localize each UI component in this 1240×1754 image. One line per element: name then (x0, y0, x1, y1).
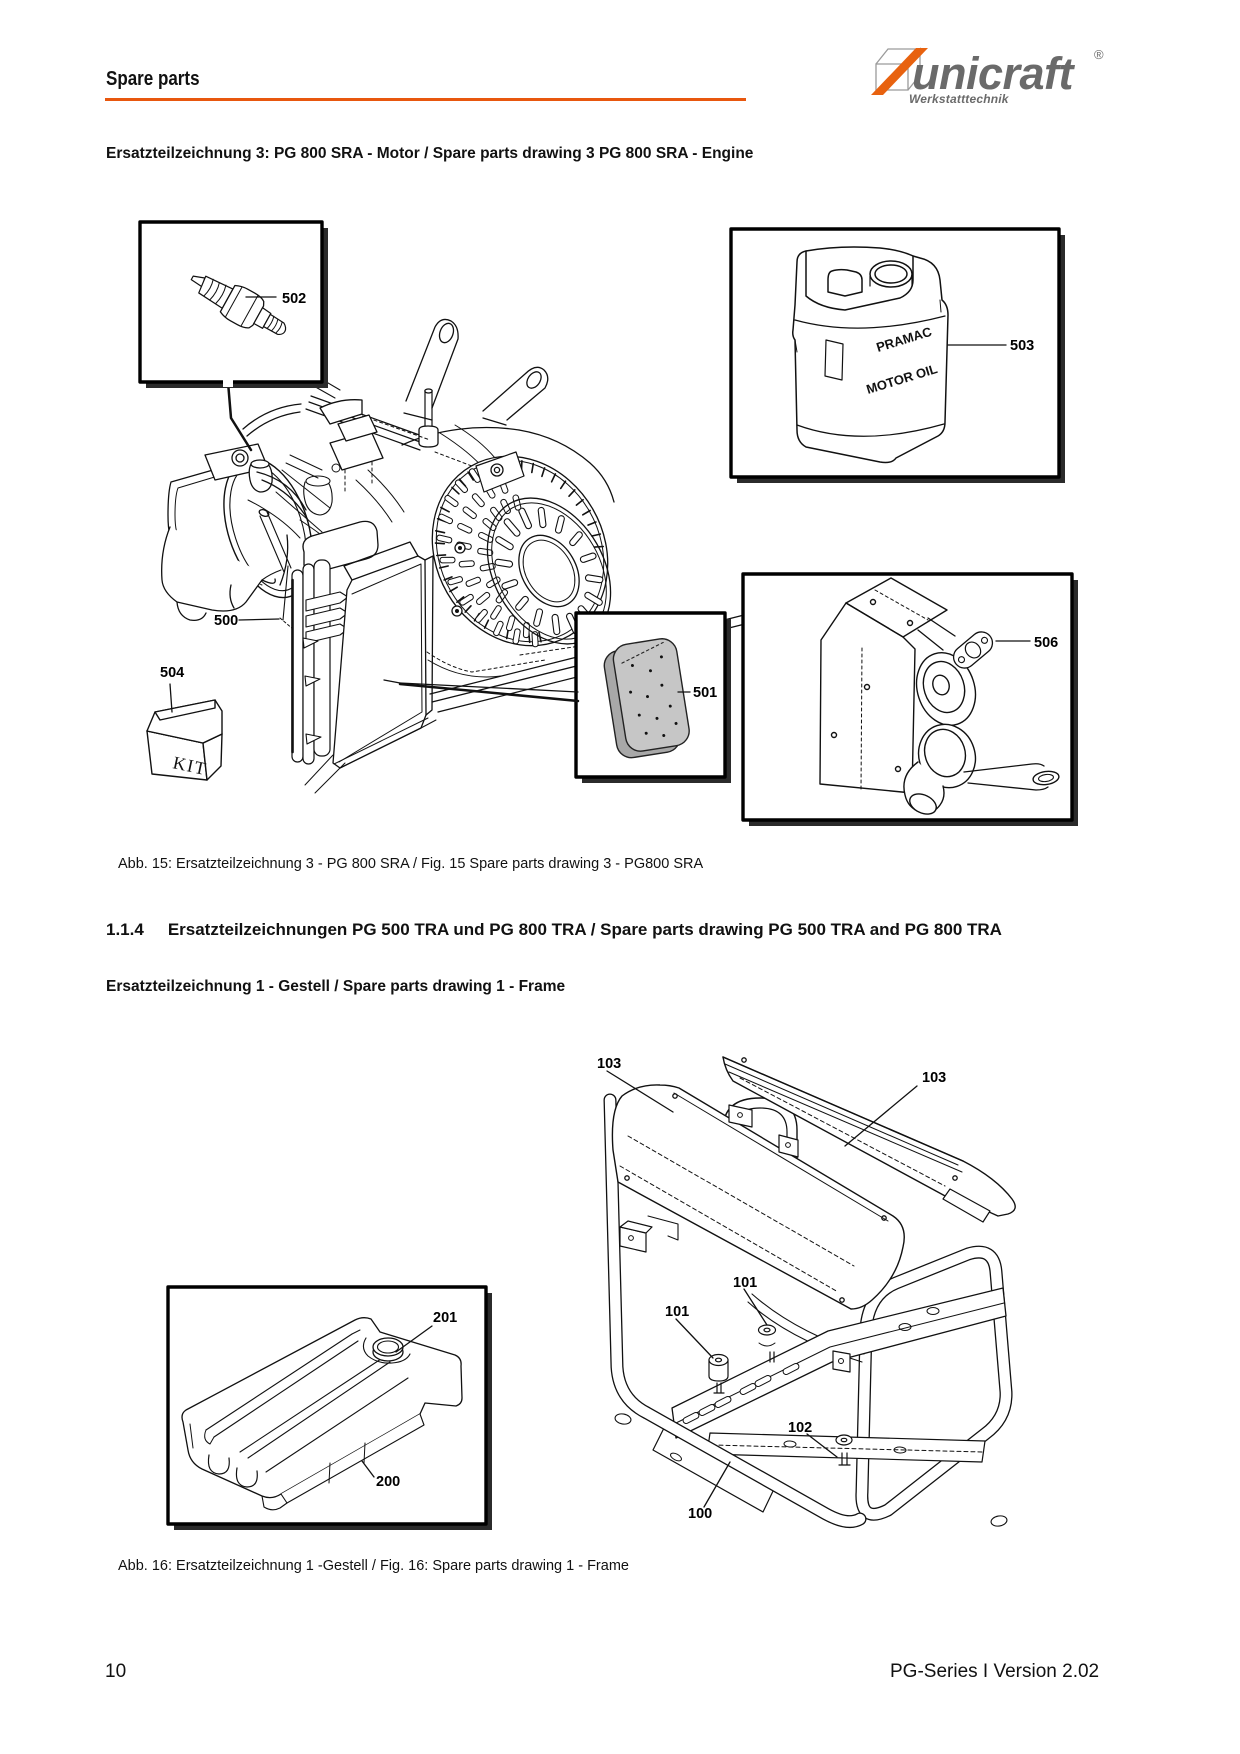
svg-text:201: 201 (433, 1310, 457, 1326)
svg-text:100: 100 (688, 1506, 712, 1522)
svg-text:101: 101 (665, 1304, 689, 1320)
svg-text:500: 500 (214, 613, 238, 629)
svg-text:200: 200 (376, 1474, 400, 1490)
svg-text:501: 501 (693, 685, 717, 701)
svg-text:506: 506 (1034, 635, 1058, 651)
svg-text:101: 101 (733, 1275, 757, 1291)
svg-text:unicraft: unicraft (912, 48, 1076, 99)
svg-text:102: 102 (788, 1420, 812, 1436)
svg-text:504: 504 (160, 665, 184, 681)
svg-text:®: ® (1094, 47, 1104, 62)
svg-text:103: 103 (597, 1056, 621, 1072)
svg-text:103: 103 (922, 1070, 946, 1086)
svg-text:Werkstatttechnik: Werkstatttechnik (909, 92, 1010, 106)
svg-text:502: 502 (282, 291, 306, 307)
svg-text:503: 503 (1010, 338, 1034, 354)
